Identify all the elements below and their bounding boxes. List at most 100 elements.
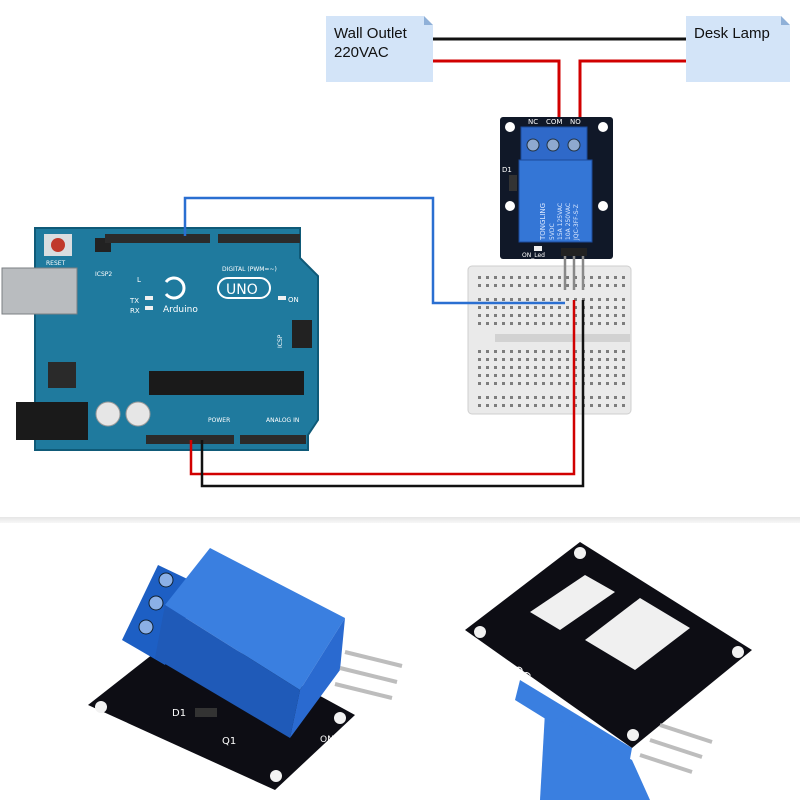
- breadboard-hole: [598, 298, 601, 301]
- breadboard-hole: [566, 396, 569, 399]
- breadboard-hole: [534, 350, 537, 353]
- breadboard-channel: [495, 334, 630, 342]
- breadboard-hole: [566, 306, 569, 309]
- breadboard-hole: [526, 322, 529, 325]
- breadboard-hole: [566, 382, 569, 385]
- breadboard-hole: [550, 314, 553, 317]
- breadboard-hole: [590, 322, 593, 325]
- breadboard-hole: [494, 276, 497, 279]
- relay-mount-hole: [505, 201, 515, 211]
- breadboard-hole: [558, 374, 561, 377]
- breadboard-hole: [518, 284, 521, 287]
- breadboard-hole: [566, 276, 569, 279]
- terminal-screw-com: [546, 138, 560, 152]
- breadboard-hole: [534, 298, 537, 301]
- breadboard-hole: [606, 306, 609, 309]
- breadboard-hole: [494, 322, 497, 325]
- breadboard-hole: [606, 276, 609, 279]
- tx-led: [145, 296, 153, 300]
- breadboard-hole: [606, 396, 609, 399]
- breadboard-hole: [550, 358, 553, 361]
- breadboard-hole: [518, 276, 521, 279]
- breadboard-hole: [518, 350, 521, 353]
- breadboard-hole: [550, 350, 553, 353]
- photo-front-on: ON: [320, 735, 334, 745]
- breadboard-hole: [542, 366, 545, 369]
- photo-back-pin: [649, 738, 703, 759]
- breadboard-hole: [510, 314, 513, 317]
- photo-front-pin: [344, 650, 403, 668]
- rx-label: RX: [130, 307, 140, 315]
- breadboard-hole: [502, 366, 505, 369]
- breadboard-hole: [614, 358, 617, 361]
- icsp-header: [292, 320, 312, 348]
- breadboard-hole: [502, 396, 505, 399]
- breadboard-hole: [598, 366, 601, 369]
- terminal-label-no: NO: [570, 118, 581, 126]
- breadboard-hole: [606, 358, 609, 361]
- on-led: [278, 296, 286, 300]
- breadboard-hole: [494, 314, 497, 317]
- breadboard-hole: [558, 314, 561, 317]
- signal-wiring: [183, 196, 585, 488]
- breadboard-hole: [574, 276, 577, 279]
- breadboard-hole: [486, 306, 489, 309]
- breadboard-hole: [590, 284, 593, 287]
- breadboard-hole: [542, 322, 545, 325]
- breadboard-hole: [574, 396, 577, 399]
- breadboard-hole: [486, 284, 489, 287]
- breadboard-hole: [574, 306, 577, 309]
- breadboard-hole: [478, 306, 481, 309]
- breadboard-hole: [494, 396, 497, 399]
- breadboard-hole: [510, 322, 513, 325]
- breadboard-hole: [622, 374, 625, 377]
- breadboard-hole: [574, 404, 577, 407]
- breadboard-hole: [614, 350, 617, 353]
- breadboard-hole: [478, 396, 481, 399]
- breadboard-hole: [574, 284, 577, 287]
- breadboard-hole: [566, 322, 569, 325]
- breadboard-hole: [534, 322, 537, 325]
- breadboard-hole: [558, 350, 561, 353]
- photo-back-hole: [732, 646, 744, 658]
- relay-module: NC COM NO TONGLING 5VDC 15A 125VAC 10A 2…: [500, 117, 613, 290]
- breadboard-hole: [542, 314, 545, 317]
- breadboard-hole: [534, 276, 537, 279]
- breadboard-hole: [542, 374, 545, 377]
- breadboard-hole: [606, 382, 609, 385]
- photo-front-hole: [270, 770, 282, 782]
- breadboard-hole: [526, 306, 529, 309]
- breadboard-hole: [614, 314, 617, 317]
- breadboard-hole: [486, 404, 489, 407]
- red-vcc-wire: [189, 300, 576, 476]
- breadboard-hole: [494, 382, 497, 385]
- breadboard-hole: [478, 322, 481, 325]
- breadboard-hole: [534, 366, 537, 369]
- mains-wiring: [433, 37, 686, 130]
- breadboard-hole: [478, 404, 481, 407]
- breadboard-hole: [558, 382, 561, 385]
- relay-cube-text: TONGLING 5VDC 15A 125VAC 10A 250VAC JQC-…: [539, 203, 580, 241]
- breadboard-hole: [606, 322, 609, 325]
- breadboard-hole: [478, 382, 481, 385]
- photo-front-diode: [195, 708, 217, 717]
- breadboard-hole: [526, 396, 529, 399]
- photo-front-pin: [339, 666, 398, 684]
- breadboard-hole: [550, 366, 553, 369]
- breadboard-hole: [590, 374, 593, 377]
- capacitor-1: [95, 401, 121, 427]
- led-l-label: L: [137, 276, 141, 284]
- photo-back-pin: [639, 753, 693, 774]
- relay-header: [561, 248, 587, 256]
- breadboard-hole: [494, 374, 497, 377]
- breadboard-hole: [518, 396, 521, 399]
- breadboard-hole: [510, 298, 513, 301]
- relay-photo-back: QC: [465, 542, 752, 800]
- photo-back-pin: [659, 723, 713, 744]
- breadboard-hole: [510, 306, 513, 309]
- breadboard-hole: [558, 306, 561, 309]
- photo-front-pin: [334, 682, 393, 700]
- breadboard-hole: [574, 374, 577, 377]
- wall-outlet-title: Wall Outlet: [334, 25, 407, 42]
